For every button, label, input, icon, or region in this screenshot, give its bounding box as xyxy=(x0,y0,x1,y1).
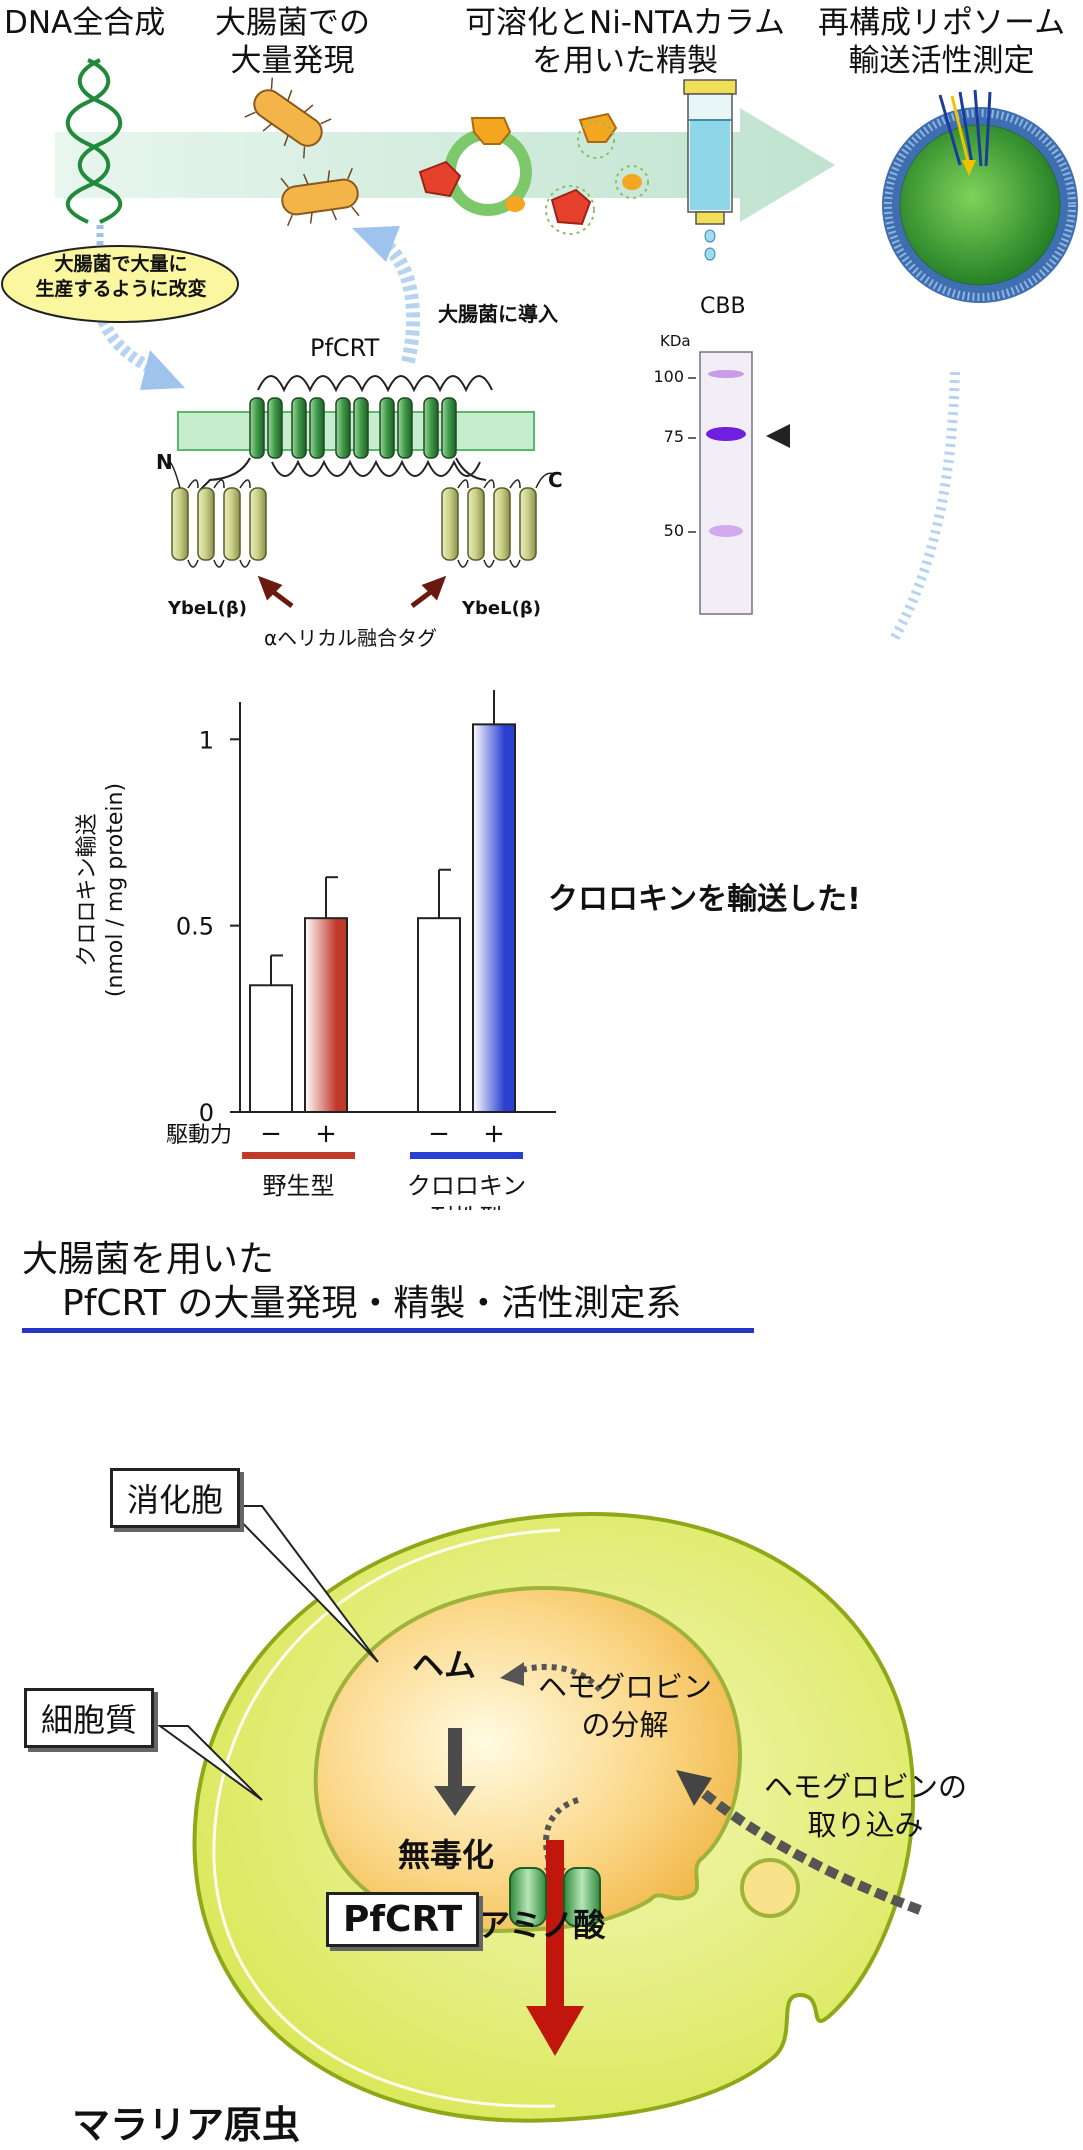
driving-force-label: 駆動力 xyxy=(166,1123,232,1148)
step-label-dna: DNA全合成 xyxy=(4,4,165,42)
driving-force-sign: − xyxy=(260,1119,282,1149)
bar xyxy=(250,985,292,1112)
pfcrt-label: PfCRT xyxy=(310,334,379,362)
ybel-left-label: YbeL(β) xyxy=(168,598,247,619)
modify-bubble-text: 大腸菌で大量に 生産するように改変 xyxy=(24,252,218,302)
c-terminus-label: C xyxy=(548,468,563,492)
section-title-line2: PfCRT の大量発現・精製・活性測定系 xyxy=(62,1284,681,1324)
n-terminus-label: N xyxy=(156,450,173,474)
step-label-expression: 大腸菌での 大量発現 xyxy=(215,4,370,80)
driving-force-sign: + xyxy=(315,1119,337,1149)
gel-marker-label: 75 xyxy=(652,427,684,446)
detox-label: 無毒化 xyxy=(398,1830,494,1876)
band-indicator-icon xyxy=(766,424,790,448)
heme-label: ヘム xyxy=(412,1640,476,1686)
step-label-purification: 可溶化とNi-NTAカラム を用いた精製 xyxy=(465,4,785,80)
bar xyxy=(305,918,347,1112)
ybel-right-label: YbeL(β) xyxy=(462,598,541,619)
section-title-line1: 大腸菌を用いた xyxy=(22,1240,274,1280)
gel-band xyxy=(709,525,743,537)
intro-arrow xyxy=(385,245,413,362)
uptake-label: ヘモグロビンの 取り込み xyxy=(764,1768,967,1844)
tag-caption: αヘリカル融合タグ xyxy=(264,622,437,651)
group-label: クロロキン xyxy=(407,1172,526,1200)
group-label: 耐性型 xyxy=(431,1204,503,1210)
cytoplasm-label: 細胞質 xyxy=(24,1688,154,1748)
column-icon xyxy=(684,80,736,260)
driving-force-sign: − xyxy=(428,1119,450,1149)
gel-title: CBB xyxy=(700,294,746,319)
gel-band xyxy=(708,370,744,378)
pfcrt-transporter-label: PfCRT xyxy=(326,1892,479,1947)
y-tick-label: 1 xyxy=(199,726,214,754)
group-underline xyxy=(410,1152,523,1159)
gel-band xyxy=(706,427,746,441)
gel-marker-label: 50 xyxy=(652,521,684,540)
gel-unit: KDa xyxy=(660,332,691,350)
bar xyxy=(418,918,460,1112)
uptake-vesicle xyxy=(742,1860,798,1916)
group-underline xyxy=(242,1152,355,1159)
y-tick-label: 0.5 xyxy=(176,913,214,941)
step-label-assay: 再構成リポソーム 輸送活性測定 xyxy=(818,4,1065,80)
result-text: クロロキンを輸送した! xyxy=(548,874,861,918)
digestive-vacuole-label: 消化胞 xyxy=(110,1468,240,1528)
gel-lane xyxy=(700,352,752,614)
driving-force-sign: + xyxy=(483,1119,505,1149)
hemoglobin-digest-label: ヘモグロビン の分解 xyxy=(538,1668,712,1744)
bar xyxy=(473,724,515,1112)
chart-ylabel: クロロキン輸送 (nmol / mg protein) xyxy=(74,760,130,1020)
liposome-icon xyxy=(882,90,1078,303)
ybel-tag-left xyxy=(172,488,266,560)
introduce-label: 大腸菌に導入 xyxy=(438,298,558,327)
organism-label: マラリア原虫 xyxy=(72,2094,300,2149)
amino-acid-label: アミノ酸 xyxy=(478,1900,605,1946)
group-label: 野生型 xyxy=(263,1172,335,1200)
ybel-tag-right xyxy=(442,488,536,560)
gel-marker-label: 100 xyxy=(652,367,684,386)
section-title-underline xyxy=(22,1328,754,1333)
